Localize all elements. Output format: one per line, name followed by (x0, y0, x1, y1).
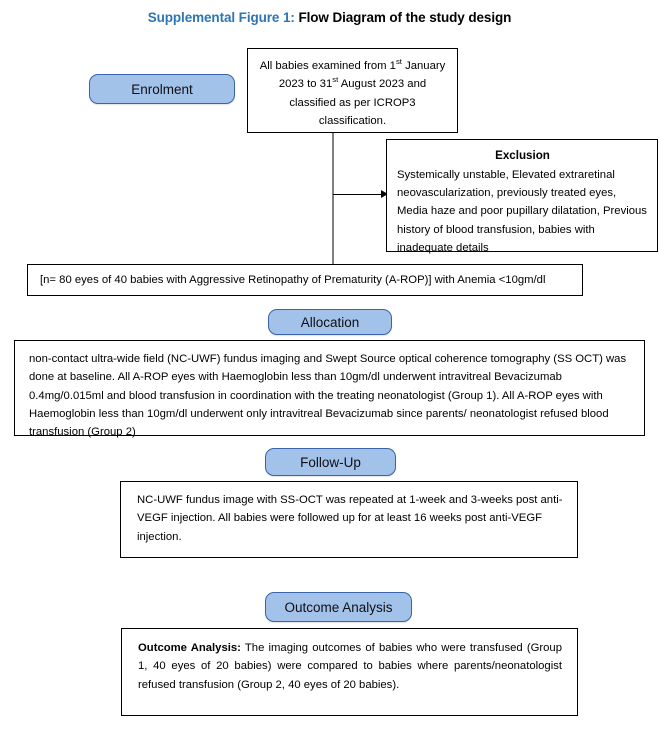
sample-size-text: [n= 80 eyes of 40 babies with Aggressive… (40, 273, 546, 286)
outcome-body: The imaging outcomes of babies who were … (138, 642, 562, 691)
page-title-accent: Supplemental Figure 1: (147, 10, 295, 25)
enrolment-text-part3: August 2023 and classified as per ICROP3… (289, 78, 427, 127)
followup-text: NC-UWF fundus image with SS-OCT was repe… (137, 494, 563, 543)
stage-pill-followup[interactable]: Follow-Up (265, 448, 396, 476)
stage-pill-enrolment[interactable]: Enrolment (89, 74, 235, 104)
exclusion-heading: Exclusion (495, 149, 550, 162)
stage-pill-outcome-analysis[interactable]: Outcome Analysis (265, 592, 412, 622)
page-title-rest: Flow Diagram of the study design (294, 10, 512, 25)
sample-size-box: [n= 80 eyes of 40 babies with Aggressive… (27, 264, 583, 296)
enrolment-text-part2: January 2023 to 31 (278, 60, 446, 91)
connector-arrow-icon (381, 190, 388, 198)
connector-vertical-line (332, 133, 334, 264)
allocation-text: non-contact ultra-wide field (NC-UWF) fu… (29, 353, 627, 439)
exclusion-body: Systemically unstable, Elevated extraret… (397, 168, 647, 254)
enrolment-text: All babies examined from 1st January 202… (259, 57, 446, 127)
exclusion-box: Exclusion Systemically unstable, Elevate… (386, 139, 658, 254)
page-title: Supplemental Figure 1: Flow Diagram of t… (0, 10, 659, 25)
outcome-lead: Outcome Analysis: (138, 642, 241, 654)
outcome-analysis-box: Outcome Analysis: The imaging outcomes o… (121, 628, 578, 716)
allocation-box: non-contact ultra-wide field (NC-UWF) fu… (14, 340, 645, 439)
stage-pill-outcome-label: Outcome Analysis (284, 599, 393, 615)
connector-horizontal-line (333, 194, 383, 196)
enrolment-box: All babies examined from 1st January 202… (247, 48, 458, 133)
enrolment-sup-31st: st (332, 75, 339, 85)
enrolment-sup-1st: st (395, 57, 402, 67)
followup-box: NC-UWF fundus image with SS-OCT was repe… (120, 481, 578, 558)
stage-pill-followup-label: Follow-Up (300, 454, 361, 470)
stage-pill-enrolment-label: Enrolment (131, 81, 193, 97)
stage-pill-allocation-label: Allocation (300, 314, 360, 330)
enrolment-text-part1: All babies examined from 1 (259, 60, 396, 72)
stage-pill-allocation[interactable]: Allocation (268, 309, 392, 335)
